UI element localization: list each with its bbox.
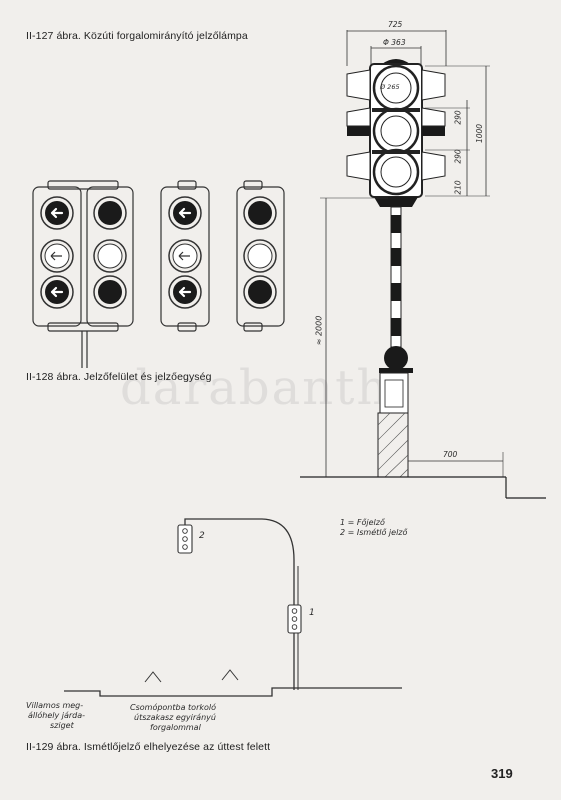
dim-290b: 290	[453, 149, 463, 164]
label-road-1: Csomópontba torkoló	[130, 703, 217, 712]
label-road-2: útszakasz egyirányú	[134, 713, 216, 722]
dim-290a: 290	[453, 110, 463, 125]
lamp-label: Ø 265	[380, 83, 400, 91]
dim-height: ≈ 2000	[314, 315, 324, 346]
label-main-num: 1	[309, 608, 315, 618]
traffic-light-pole	[300, 197, 546, 499]
legend-line2: 2 = Ismétlő jelző	[340, 528, 408, 537]
caption-fig129: II-129 ábra. Ismétlőjelző elhelyezése az…	[26, 741, 271, 753]
dim-diameter: Φ 363	[383, 38, 406, 47]
watermark: darabanth	[120, 360, 390, 416]
dim-210: 210	[453, 180, 463, 195]
dim-offset: 700	[443, 450, 458, 459]
dim-width-top: 725	[388, 20, 403, 29]
signal-unit-plain	[236, 180, 285, 332]
traffic-light-head	[346, 30, 490, 207]
arrow-lamps-left	[40, 196, 74, 309]
signal-face-double	[32, 180, 134, 368]
signal-unit-arrow	[160, 180, 210, 332]
label-road-3: forgalommal	[150, 723, 201, 732]
caption-fig128: II-128 ábra. Jelzőfelület és jelzőegység	[26, 371, 212, 383]
caption-fig127: II-127 ábra. Közúti forgalomirányító jel…	[26, 30, 248, 42]
plain-lamps-right	[93, 196, 127, 309]
label-tram-2: állóhely járda-	[28, 711, 86, 720]
label-repeater-num: 2	[199, 531, 205, 541]
legend-line1: 1 = Főjelző	[340, 518, 385, 527]
page-number: 319	[491, 766, 513, 781]
repeater-signal-diagram	[64, 518, 402, 697]
label-tram-1: Villamos meg-	[26, 701, 84, 710]
dim-1000: 1000	[475, 123, 485, 144]
label-tram-3: sziget	[50, 721, 74, 730]
